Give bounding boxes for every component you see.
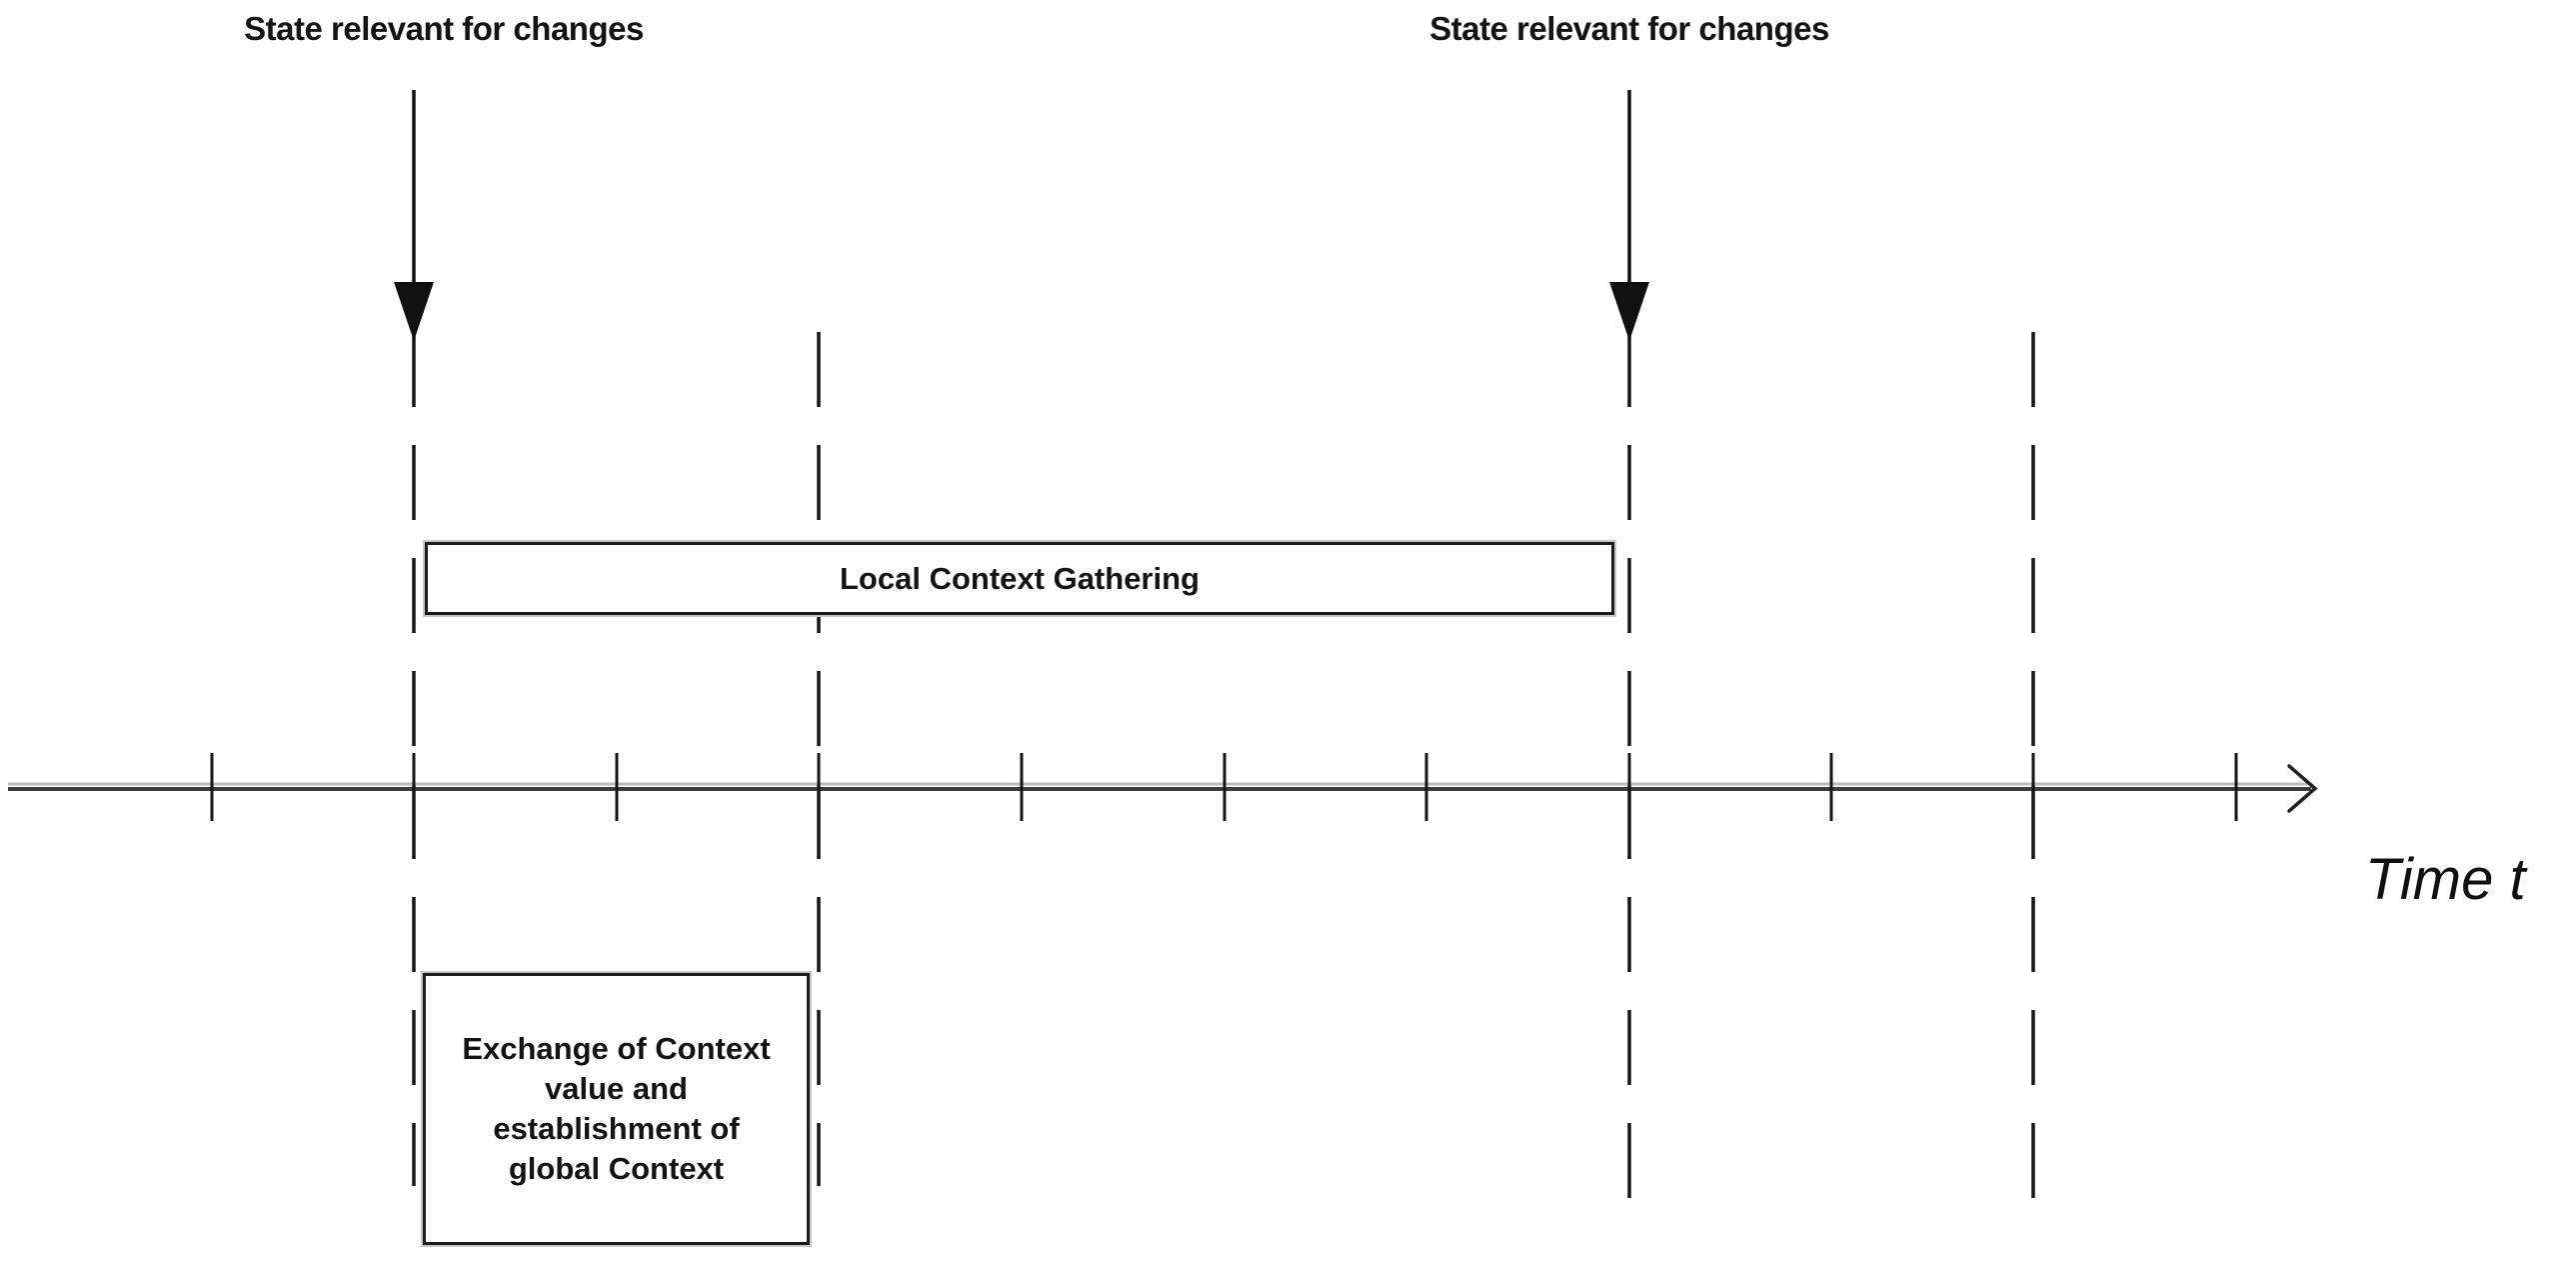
right-arrow-head-icon <box>2287 764 2318 813</box>
exchange-context-line: establishment of <box>493 1111 740 1146</box>
tick-marks <box>210 753 2238 821</box>
exchange-context-line: Exchange of Context <box>462 1031 771 1066</box>
exchange-context-line: global Context <box>508 1151 725 1186</box>
down-arrow-1 <box>394 90 434 341</box>
down-arrow-1-head-icon <box>394 282 434 341</box>
down-arrow-2-head-icon <box>1609 282 1649 341</box>
down-arrow-2 <box>1609 90 1649 341</box>
exchange-context-line: value and <box>544 1071 688 1106</box>
exchange-context-box: Exchange of Context value and establishm… <box>423 973 810 1245</box>
event-label-1: State relevant for changes <box>244 10 644 47</box>
dashed-guide-lines <box>412 332 2035 1212</box>
local-context-gathering-label: Local Context Gathering <box>840 560 1200 596</box>
time-axis-label: Time t <box>2365 847 2526 912</box>
event-label-2: State relevant for changes <box>1429 10 1829 47</box>
time-axis <box>8 764 2318 813</box>
exchange-context-label: Exchange of Context value and establishm… <box>462 1029 770 1189</box>
local-context-gathering-box: Local Context Gathering <box>425 542 1614 615</box>
